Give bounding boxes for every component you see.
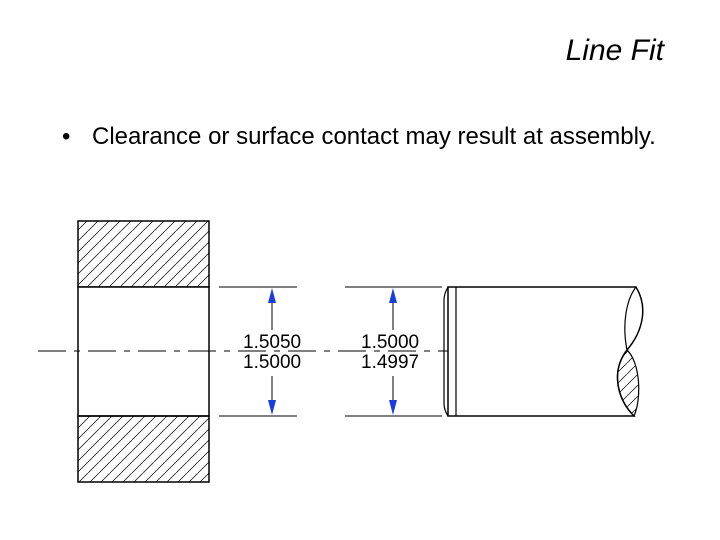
shaft-arrow-down [389,400,397,415]
shaft-outline [447,286,644,417]
bullet-symbol: • [62,123,71,150]
bullet-item: • Clearance or surface contact may resul… [62,122,662,152]
hole-dim-upper: 1.5050 [243,332,301,353]
hole-arrow-up [268,288,276,303]
shaft-dimension-arrows [389,288,397,415]
extension-lines [219,286,442,417]
shaft-part [443,286,644,418]
shaft-break-section [617,349,640,418]
slide-title: Line Fit [565,34,664,67]
hole-dimension-arrows [268,288,276,415]
hole-lower-wall [77,415,210,483]
shaft-arrow-up [389,288,397,303]
hole-arrow-down [268,400,276,415]
bullet-text: Clearance or surface contact may result … [92,123,656,150]
hole-dim-lower: 1.5000 [243,352,301,373]
hole-upper-wall [77,220,210,288]
shaft-dim-lower: 1.4997 [361,352,419,373]
shaft-dim-upper: 1.5000 [361,332,419,353]
